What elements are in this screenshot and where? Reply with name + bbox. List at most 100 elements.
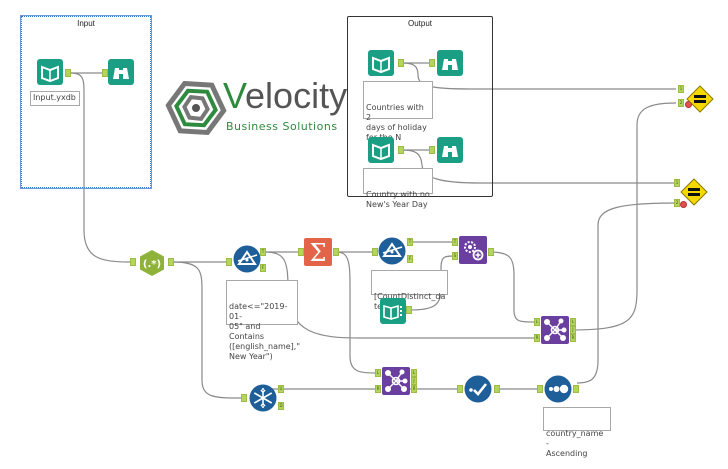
append-output-anchor[interactable] [488, 248, 494, 256]
join2-left-output-anchor[interactable]: L [411, 369, 417, 377]
wire-out2-to-test2 [401, 149, 676, 184]
wire-regex-to-unique [172, 261, 243, 399]
equals-diamond-icon [680, 178, 708, 206]
sort-output-anchor[interactable] [573, 385, 579, 393]
test2-input-anchor-1[interactable]: 1 [674, 179, 680, 187]
join1-left-anchor[interactable]: L [534, 318, 540, 326]
filter2-false-anchor[interactable]: F [407, 255, 413, 263]
join-tool-2[interactable] [382, 367, 410, 395]
browse-tool[interactable] [108, 59, 134, 85]
join2-join-output-anchor[interactable]: J [411, 377, 417, 385]
output-anchor[interactable] [398, 146, 404, 154]
sigma-icon: Σ [304, 238, 332, 266]
dots-icon [544, 375, 572, 403]
sort-input-anchor[interactable] [537, 385, 543, 393]
filter2-true-anchor[interactable]: T [407, 238, 413, 246]
book-icon [368, 137, 394, 163]
unique-u-anchor[interactable]: U [278, 385, 284, 393]
binoculars-icon [437, 50, 463, 76]
gears-icon [459, 236, 487, 264]
velocity-logo: Velocity Business Solutions [165, 75, 347, 145]
sort-annotation: country_name -Ascending [543, 407, 611, 458]
select-output-anchor[interactable] [494, 385, 500, 393]
text-input-book-icon [380, 298, 406, 324]
container-input[interactable]: Input [20, 15, 152, 189]
svg-text:(.*): (.*) [143, 259, 161, 270]
snowflake-icon [249, 384, 277, 412]
container-title: Input [77, 19, 95, 28]
append-fields-tool[interactable] [459, 236, 487, 264]
unique-tool[interactable] [249, 384, 277, 412]
join2-right-anchor[interactable]: R [375, 385, 381, 393]
input-annotation: Input.yxdb [30, 91, 80, 106]
append-target-anchor[interactable]: T [452, 238, 458, 246]
summarize-tool[interactable]: Σ [304, 238, 332, 266]
filter1-false-anchor[interactable]: F [260, 264, 266, 272]
join2-right-output-anchor[interactable]: R [411, 385, 417, 393]
select-tool[interactable] [464, 375, 492, 403]
test-tool-2[interactable] [680, 178, 708, 206]
error-icon [685, 101, 692, 108]
logo-title: Velocity [223, 75, 348, 116]
filter1-true-anchor[interactable]: T [260, 248, 266, 256]
sort-tool[interactable] [544, 375, 572, 403]
join1-right-output-anchor[interactable]: R [570, 334, 576, 342]
join-icon [541, 316, 569, 344]
output-input-tool-1[interactable] [368, 50, 394, 76]
filter-tool-2[interactable] [378, 237, 406, 265]
unique-input-anchor[interactable] [241, 394, 247, 402]
join1-right-anchor[interactable]: R [534, 334, 540, 342]
input-anchor[interactable] [429, 59, 435, 67]
error-icon [680, 201, 687, 208]
test1-input-anchor-2[interactable]: 2 [678, 99, 684, 107]
wire-append-to-join1 [489, 251, 535, 323]
svg-text:Σ: Σ [310, 239, 327, 266]
filter-tool-1[interactable] [233, 245, 261, 273]
join1-join-output-anchor[interactable]: J [570, 326, 576, 334]
filter-icon [378, 237, 406, 265]
binoculars-icon [437, 137, 463, 163]
text-input-tool[interactable] [380, 298, 406, 324]
summarize-output-anchor[interactable] [333, 248, 339, 256]
wire-sort-to-test2 [576, 202, 677, 384]
book-icon [37, 59, 63, 85]
wire-input-to-regex [70, 72, 131, 263]
append-source-anchor[interactable]: S [452, 252, 458, 260]
test2-input-anchor-2[interactable]: 2 [674, 199, 680, 207]
input-anchor[interactable] [102, 69, 108, 77]
container-title: Output [407, 19, 432, 28]
equals-diamond-icon [686, 85, 714, 113]
summarize-input-anchor[interactable] [298, 248, 304, 256]
text-input-output-anchor[interactable] [406, 306, 412, 314]
output-anchor[interactable] [398, 59, 404, 67]
output-browse-tool-1[interactable] [437, 50, 463, 76]
filter1-annotation: date<="2019-01-05" and Contains([english… [226, 280, 300, 361]
wire-out1-to-test1 [401, 62, 676, 90]
test-tool-1[interactable] [686, 85, 714, 113]
unique-d-anchor[interactable]: D [278, 402, 284, 410]
container-output[interactable]: Output [347, 16, 493, 197]
output-input-tool-2[interactable] [368, 137, 394, 163]
test1-input-anchor-1[interactable]: 1 [678, 85, 684, 93]
wire-summarize-to-join2 [336, 251, 376, 374]
logo-subtitle: Business Solutions [226, 120, 338, 133]
join2-left-anchor[interactable]: L [375, 369, 381, 377]
output-browse-tool-2[interactable] [437, 137, 463, 163]
output-anchor[interactable] [65, 69, 71, 77]
filter2-input-anchor[interactable] [372, 248, 378, 256]
logo-mark-icon [165, 80, 227, 136]
filter2-annotation: [CountDistinct_date] = 2 [371, 270, 448, 311]
input-anchor[interactable] [429, 146, 435, 154]
input-data-tool[interactable] [37, 59, 63, 85]
regex-tool[interactable]: (.*) [138, 249, 166, 277]
join-tool-1[interactable] [541, 316, 569, 344]
binoculars-icon [108, 59, 134, 85]
regex-input-anchor[interactable] [130, 258, 136, 266]
filter1-input-anchor[interactable] [226, 258, 232, 266]
select-input-anchor[interactable] [457, 385, 463, 393]
book-icon [368, 50, 394, 76]
filter-icon [233, 245, 261, 273]
regex-output-anchor[interactable] [168, 258, 174, 266]
join1-left-output-anchor[interactable]: L [570, 318, 576, 326]
